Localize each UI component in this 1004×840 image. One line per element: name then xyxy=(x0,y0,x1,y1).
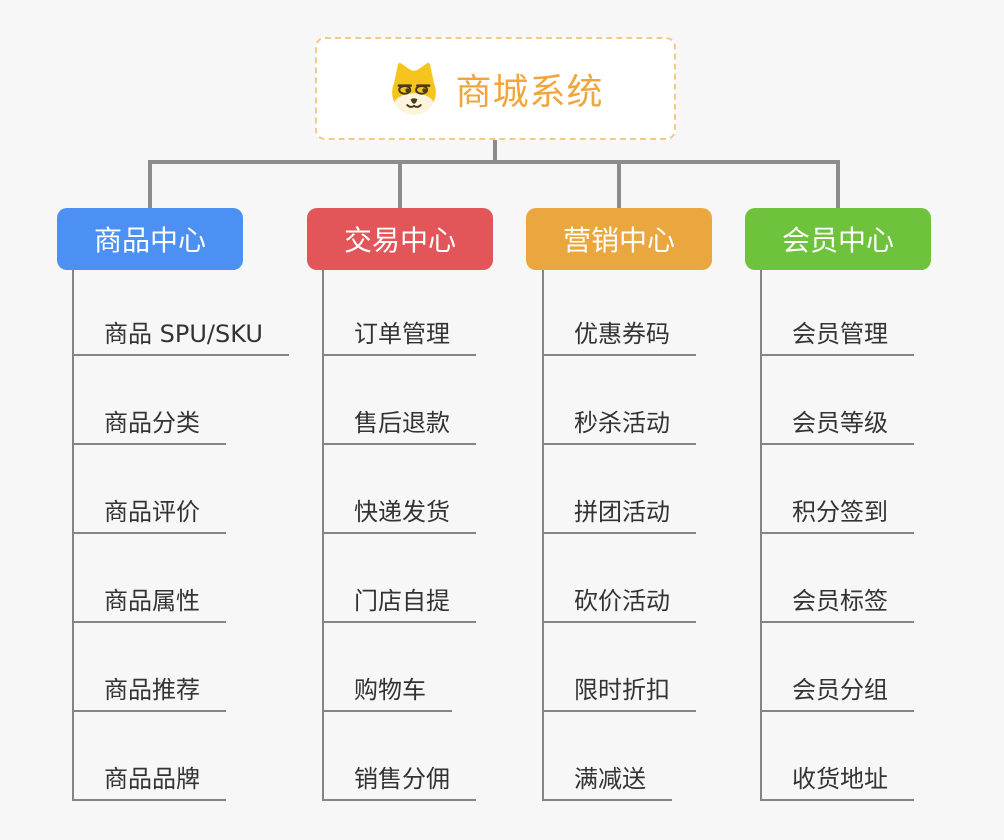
leaf-column-trade-center: 订单管理 售后退款 快递发货 门店自提 购物车 销售分佣 xyxy=(322,270,542,801)
leaf-node[interactable]: 拼团活动 xyxy=(542,500,696,534)
branch-label: 会员中心 xyxy=(781,224,894,257)
leaf-node[interactable]: 快递发货 xyxy=(322,500,476,534)
leaf-node[interactable]: 商品评价 xyxy=(72,500,226,534)
leaf-column-marketing-center: 优惠券码 秒杀活动 拼团活动 砍价活动 限时折扣 满减送 xyxy=(542,270,762,801)
leaf-node[interactable]: 商品推荐 xyxy=(72,678,226,712)
branch-label: 交易中心 xyxy=(343,224,456,257)
leaf-node[interactable]: 砍价活动 xyxy=(542,589,696,623)
leaf-node[interactable]: 积分签到 xyxy=(760,500,914,534)
connector-stub-branch-4 xyxy=(836,160,840,208)
leaf-node[interactable]: 收货地址 xyxy=(760,767,914,801)
connector-stub-branch-3 xyxy=(617,160,621,208)
leaf-node[interactable]: 会员等级 xyxy=(760,411,914,445)
connector-horizontal xyxy=(148,160,840,164)
leaf-column-product-center: 商品 SPU/SKU 商品分类 商品评价 商品属性 商品推荐 商品品牌 xyxy=(72,270,292,801)
branch-node-member-center[interactable]: 会员中心 xyxy=(745,208,931,270)
branch-node-product-center[interactable]: 商品中心 xyxy=(57,208,243,270)
branch-node-trade-center[interactable]: 交易中心 xyxy=(307,208,493,270)
leaf-node[interactable]: 满减送 xyxy=(542,767,672,801)
leaf-node[interactable]: 会员分组 xyxy=(760,678,914,712)
connector-stub-branch-1 xyxy=(148,160,152,208)
leaf-node[interactable]: 门店自提 xyxy=(322,589,476,623)
branch-node-marketing-center[interactable]: 营销中心 xyxy=(526,208,712,270)
leaf-node[interactable]: 售后退款 xyxy=(322,411,476,445)
doge-icon xyxy=(392,62,437,114)
leaf-node[interactable]: 会员标签 xyxy=(760,589,914,623)
branch-label: 商品中心 xyxy=(93,224,206,257)
leaf-node[interactable]: 秒杀活动 xyxy=(542,411,696,445)
leaf-column-member-center: 会员管理 会员等级 积分签到 会员标签 会员分组 收货地址 xyxy=(760,270,980,801)
root-node[interactable]: 商城系统 xyxy=(315,37,676,140)
leaf-node[interactable]: 优惠券码 xyxy=(542,322,696,356)
leaf-node[interactable]: 购物车 xyxy=(322,678,452,712)
leaf-node[interactable]: 限时折扣 xyxy=(542,678,696,712)
leaf-node[interactable]: 销售分佣 xyxy=(322,767,476,801)
leaf-node[interactable]: 商品属性 xyxy=(72,589,226,623)
leaf-node[interactable]: 订单管理 xyxy=(322,322,476,356)
leaf-node[interactable]: 商品 SPU/SKU xyxy=(72,322,289,356)
root-title: 商城系统 xyxy=(455,71,604,113)
branch-label: 营销中心 xyxy=(562,224,675,257)
leaf-node[interactable]: 商品品牌 xyxy=(72,767,226,801)
leaf-node[interactable]: 会员管理 xyxy=(760,322,914,356)
connector-root-stub xyxy=(493,140,497,162)
leaf-node[interactable]: 商品分类 xyxy=(72,411,226,445)
connector-stub-branch-2 xyxy=(398,160,402,208)
